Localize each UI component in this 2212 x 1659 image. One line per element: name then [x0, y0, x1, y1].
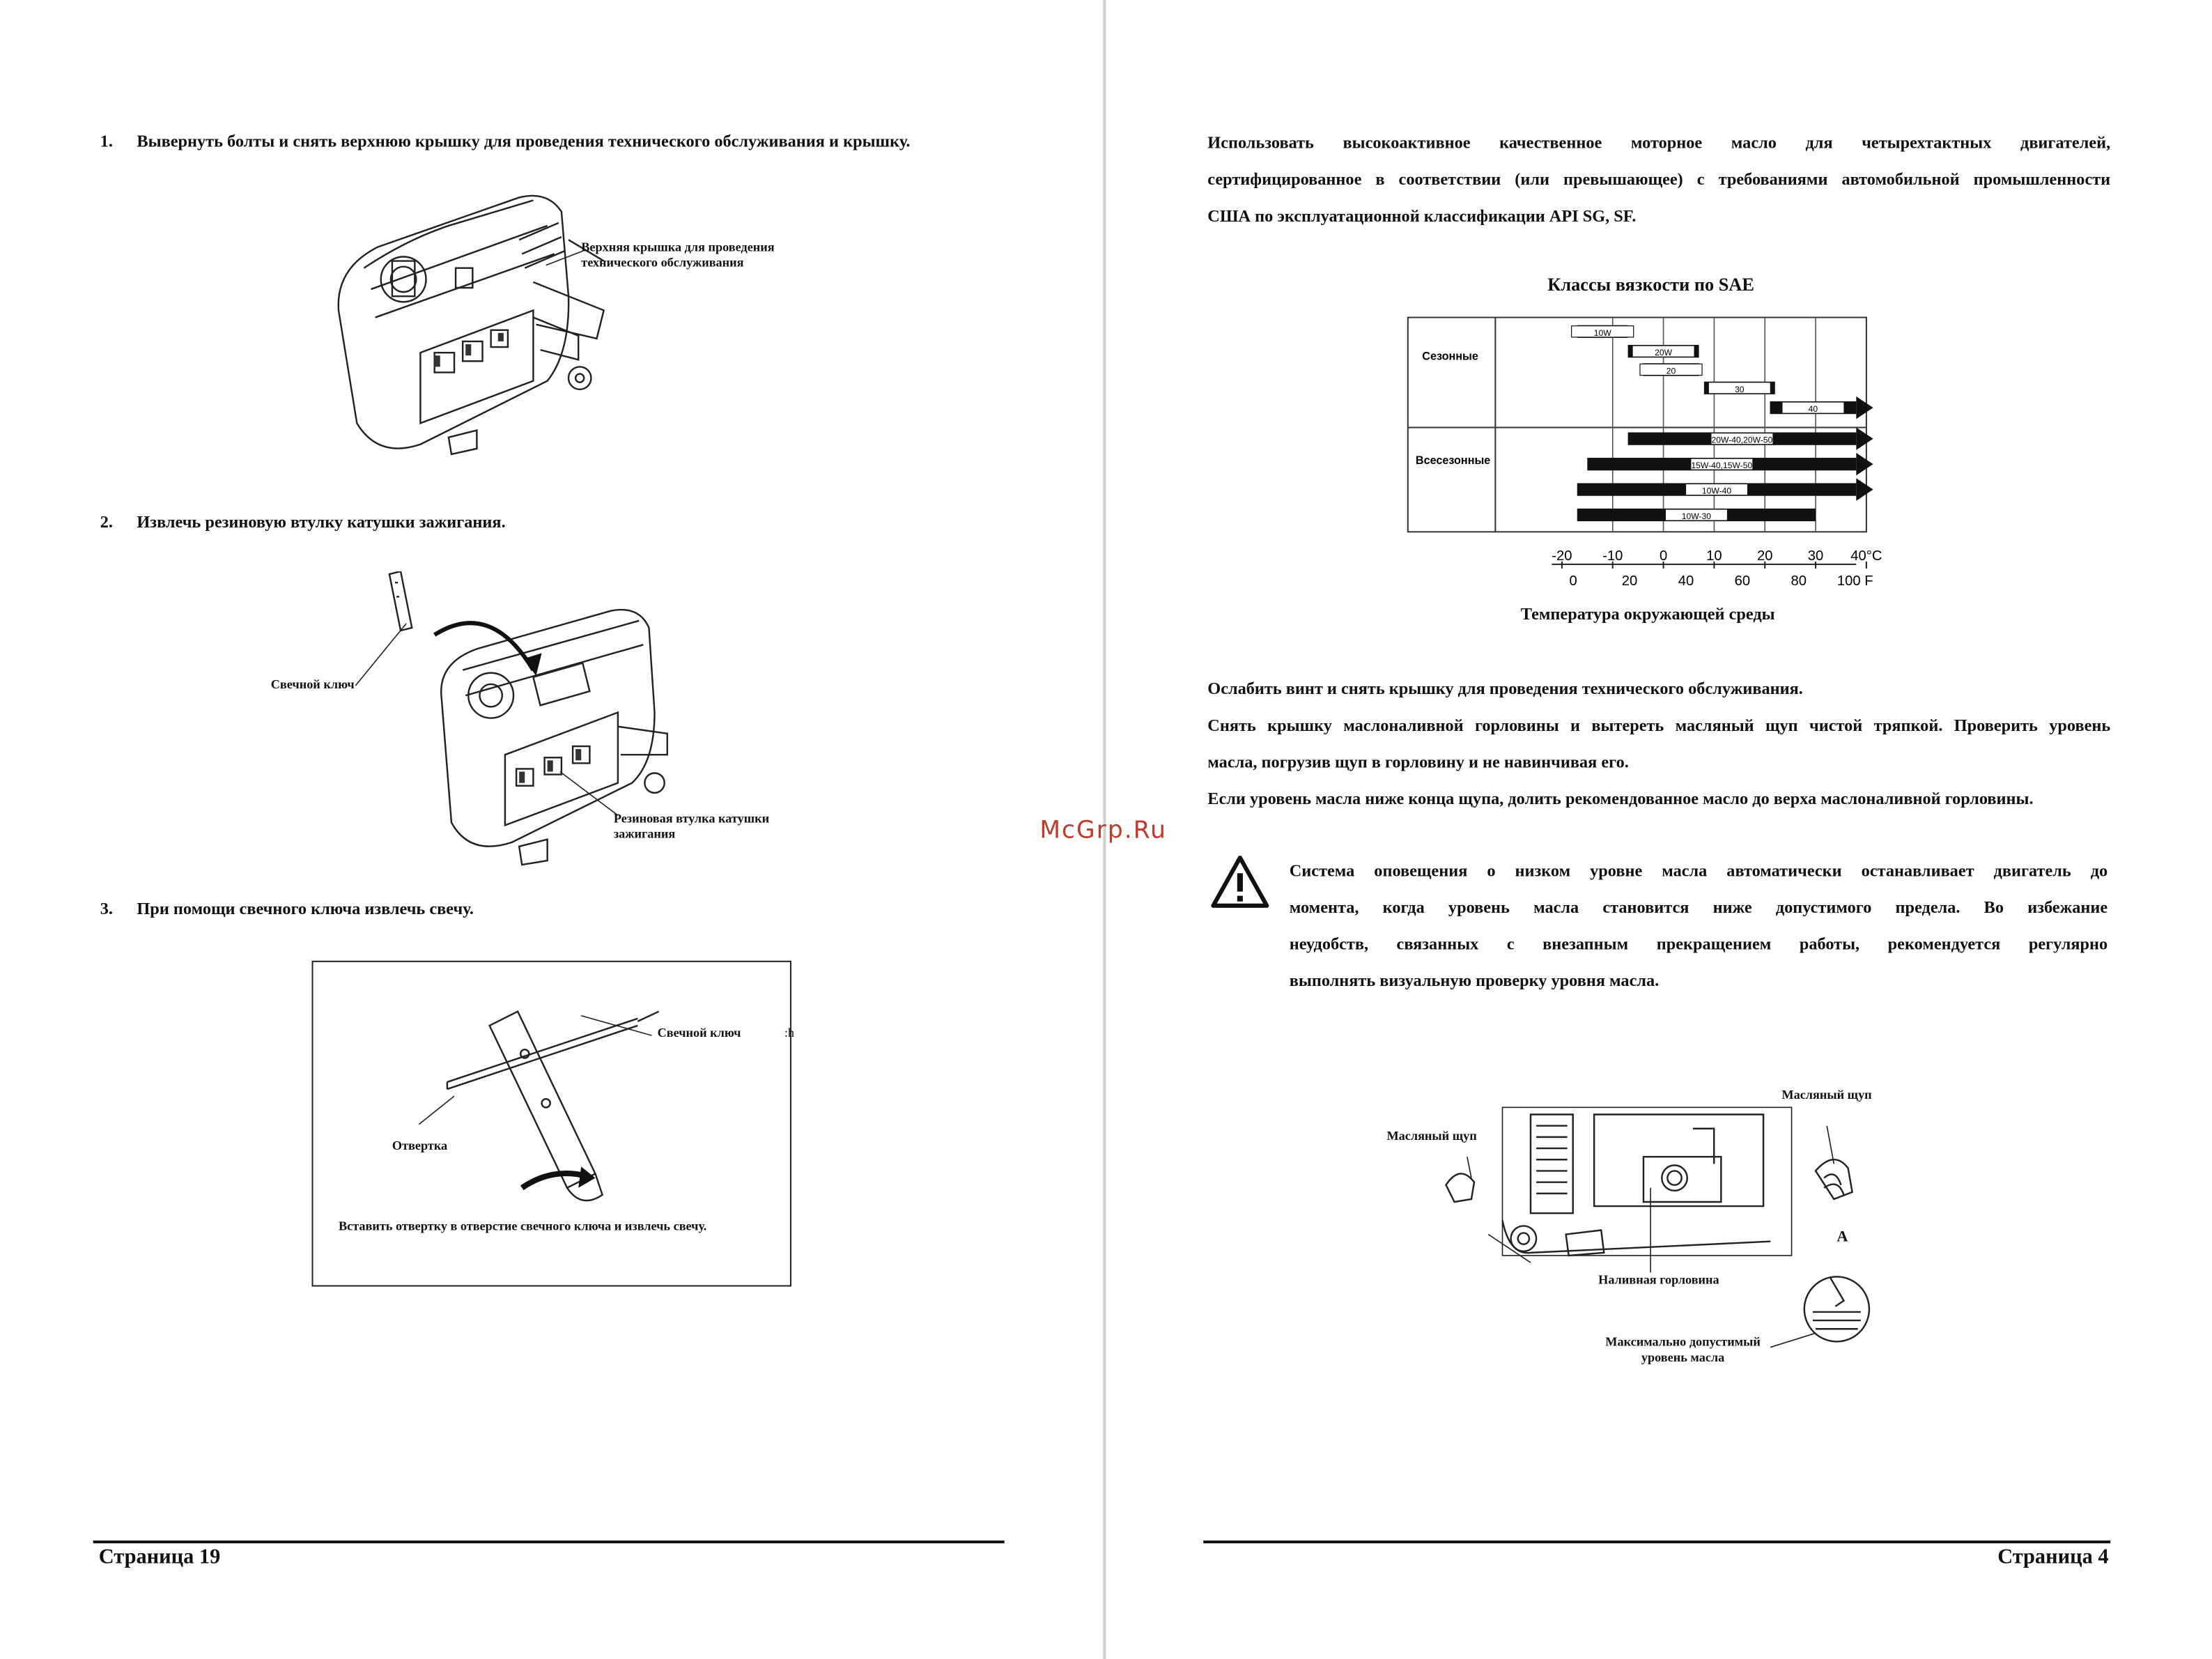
service-instructions: Ослабить винт и снять крышку для проведе… — [1207, 678, 2111, 809]
leader-line — [559, 771, 619, 816]
celsius-tick: 20 — [1757, 548, 1773, 564]
page-number-left: Страница 19 — [98, 1546, 221, 1569]
generator-top-cover-illustration — [337, 194, 605, 456]
generator-ignition-boot-illustration — [388, 571, 668, 866]
bar-label-box — [1571, 325, 1634, 338]
step-text: При помощи свечного ключа извлечь свечу. — [137, 898, 474, 919]
chart-title: Классы вязкости по SAE — [1547, 273, 1754, 295]
bar-label-box — [1639, 363, 1703, 376]
chart-frame — [1407, 316, 1867, 533]
detail-marker: A — [1836, 1228, 1848, 1246]
bar-label: 20 — [1666, 366, 1676, 376]
top-cover-label: Верхняя крышка для проведения техническо… — [581, 240, 775, 270]
step-number: 3. — [100, 898, 113, 919]
filler-neck-label: Наливная горловина — [1598, 1272, 1719, 1287]
spark-plug-wrench-label: Свечной ключ — [657, 1025, 741, 1040]
fahrenheit-tick: 40 — [1678, 573, 1694, 589]
bar-label: 15W-40,15W-50 — [1691, 461, 1752, 470]
max-oil-level-label: Максимально допустимый уровень масла — [1605, 1334, 1761, 1364]
bar-label: 10W-30 — [1682, 511, 1711, 521]
celsius-tick: 10 — [1706, 548, 1722, 564]
fahrenheit-tick: 20 — [1622, 573, 1638, 589]
step-3: 3. При помощи свечного ключа извлечь свеч… — [100, 899, 474, 920]
bar-label-box — [1708, 382, 1771, 394]
footer-rule — [1203, 1540, 2111, 1543]
dipstick-label-right: Масляный щуп — [1781, 1088, 1872, 1102]
celsius-tick: 0 — [1660, 548, 1667, 564]
group-label: Всесезонные — [1416, 454, 1490, 467]
figure-instruction: Вставить отвертку в отверстие свечного к… — [338, 1219, 707, 1233]
bar-label-box — [1685, 483, 1749, 496]
spark-plug-wrench-label: Свечной ключ — [270, 677, 355, 692]
page-divider — [1103, 0, 1106, 1659]
chart-x-label: Температура окружающей среды — [1520, 603, 1775, 624]
screwdriver-label: Отвертка — [392, 1138, 448, 1153]
fahrenheit-tick: 80 — [1791, 573, 1807, 589]
fahrenheit-tick: 60 — [1735, 573, 1751, 589]
bar-label: 20W — [1655, 348, 1672, 357]
bar-label: 30 — [1735, 385, 1745, 394]
bar-arrowhead — [1856, 478, 1873, 501]
bar-label: 40 — [1809, 404, 1818, 414]
page-number-right: Страница 4 — [1997, 1546, 2109, 1569]
watermark: McGrp.Ru — [1039, 817, 1167, 845]
wrench-and-screwdriver-drawing — [418, 1010, 660, 1202]
low-oil-warning: Система оповещения о низком уровне масла… — [1289, 861, 2108, 991]
spark-plug-removal-figure: Свечной ключ Отвертка Вставить отвертку … — [311, 960, 791, 1287]
bar-label: 10W-40 — [1702, 486, 1731, 496]
celsius-tick: -20 — [1552, 548, 1572, 564]
celsius-tick: 40°C — [1850, 548, 1882, 564]
stray-text: :h — [784, 1025, 795, 1040]
bar-label: 10W — [1594, 328, 1611, 338]
step-text: Вывернуть болты и снять верхнюю крышку д… — [137, 131, 911, 151]
bar-label: 20W-40,20W-50 — [1712, 435, 1773, 445]
fahrenheit-tick: 0 — [1569, 573, 1577, 589]
leader-line — [355, 623, 407, 686]
group-label: Сезонные — [1422, 350, 1478, 362]
step-number: 2. — [100, 511, 113, 532]
bar-arrowhead — [1856, 427, 1873, 450]
step-text: Извлечь резиновую втулку катушки зажиган… — [137, 511, 506, 532]
step-number: 1. — [100, 131, 113, 151]
dipstick-label-left: Масляный щуп — [1386, 1128, 1477, 1143]
bar-label-box — [1664, 509, 1728, 521]
step-1: 1. Вывернуть болты и снять верхнюю крышку… — [100, 131, 911, 152]
bar-arrowhead — [1856, 396, 1873, 419]
oil-check-illustration — [1445, 1106, 1871, 1348]
rubber-boot-label: Резиновая втулка катушки зажигания — [613, 811, 770, 841]
bar-label-box — [1710, 432, 1774, 445]
footer-rule — [93, 1540, 1005, 1543]
bar-label-box — [1781, 401, 1845, 414]
leader-line — [546, 250, 583, 266]
step-2: 2. Извлечь резиновую втулку катушки зажиг… — [100, 512, 506, 533]
bar-arrowhead — [1856, 452, 1873, 476]
oil-intro-paragraph: Использовать высокоактивное качественное… — [1207, 132, 2111, 226]
fahrenheit-tick: 100 F — [1837, 573, 1873, 589]
bar-label-box — [1632, 345, 1695, 357]
bar-label-box — [1690, 458, 1754, 470]
celsius-tick: 30 — [1808, 548, 1824, 564]
celsius-tick: -10 — [1602, 548, 1623, 564]
warning-triangle-icon — [1211, 855, 1269, 908]
